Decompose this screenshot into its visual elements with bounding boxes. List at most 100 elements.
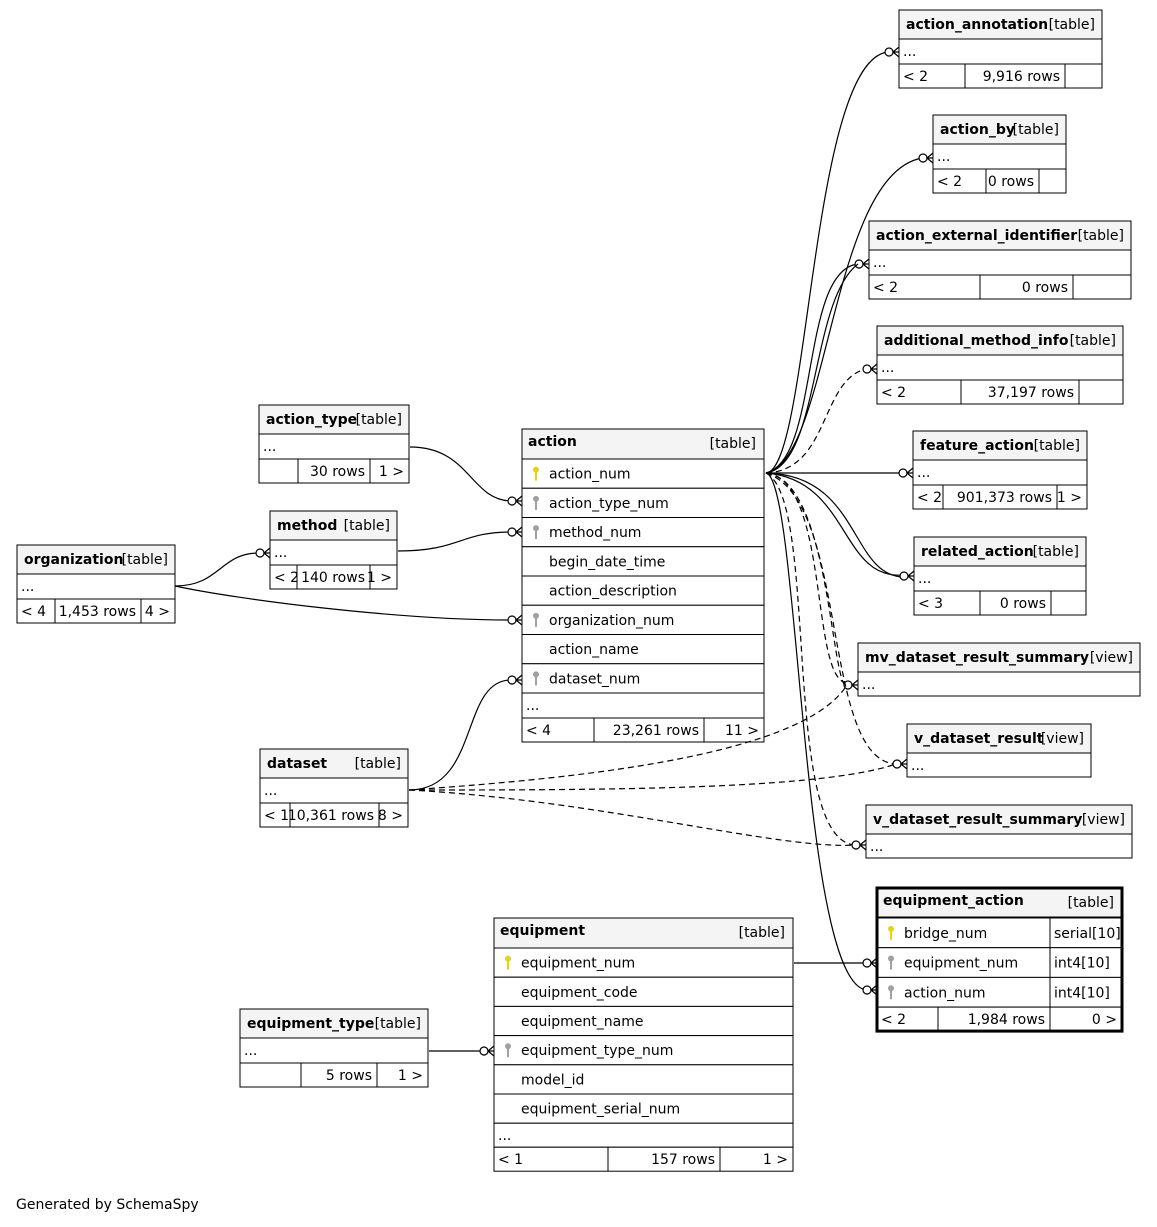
ellipsis-text: ... (870, 839, 883, 855)
crows-foot-marker (862, 984, 878, 996)
table-name: action_by (940, 122, 1015, 138)
relationship-line (397, 531, 512, 552)
column-row-organization-num: organization_num (521, 604, 765, 635)
children-count: 1 > (379, 464, 404, 480)
key-icon (888, 985, 894, 1000)
table-header (932, 114, 1067, 145)
children-count: 11 > (725, 723, 759, 739)
table-name: dataset (267, 756, 327, 772)
crows-foot-marker (507, 674, 523, 686)
table-type: [table] (1033, 544, 1079, 560)
relationship-line (765, 51, 889, 474)
row-count: 23,261 rows (613, 723, 699, 739)
table-name: related_action (921, 544, 1034, 560)
key-icon (505, 955, 511, 970)
ellipsis-text: ... (918, 571, 931, 587)
ellipsis-text: ... (862, 677, 875, 693)
column-name: model_id (521, 1072, 584, 1088)
relationship-line (174, 585, 512, 621)
crows-foot-marker (507, 526, 523, 538)
table-type: [table] (1078, 228, 1124, 244)
table-type: [table] (1013, 122, 1059, 138)
ellipsis-text: ... (881, 360, 894, 376)
relationship-line (765, 472, 856, 846)
key-icon (533, 671, 539, 686)
parents-count: < 2 (937, 174, 962, 190)
table-footer (913, 590, 1087, 616)
key-icon (505, 1043, 511, 1058)
column-name: equipment_code (521, 985, 638, 1001)
ellipsis-text: ... (264, 783, 277, 799)
table-action-by: action_by[table]... < 2 0 rows (932, 114, 1067, 194)
relationship-line (409, 446, 512, 502)
relationship-line (174, 552, 260, 587)
ellipsis-text: ... (263, 439, 276, 455)
column-name: equipment_name (521, 1014, 643, 1030)
table-name: action (528, 434, 577, 450)
table-v-dataset-result-summary: v_dataset_result_summary[view]... (865, 804, 1133, 859)
children-count: 8 > (378, 808, 403, 824)
table-header (857, 642, 1141, 673)
key-icon (888, 925, 894, 940)
table-type: [table] (1049, 17, 1095, 33)
column-type: serial[10] (1054, 926, 1121, 942)
column-name: action_name (549, 642, 639, 658)
ellipsis-text: ... (244, 1043, 257, 1059)
ellipsis-row (868, 249, 1132, 276)
crows-foot-marker (507, 495, 523, 507)
column-cell (876, 947, 1123, 978)
row-count: 0 rows (1000, 596, 1046, 612)
column-name: equipment_num (904, 956, 1018, 972)
table-footer (16, 598, 176, 624)
column-row-equipment-serial-num: equipment_serial_num (493, 1093, 794, 1124)
parents-count: < 1 (498, 1152, 523, 1168)
row-count: 157 rows (651, 1152, 715, 1168)
key-icon (888, 955, 894, 970)
column-cell (493, 976, 794, 1007)
ellipsis-text: ... (937, 149, 950, 165)
ellipsis-text: ... (526, 698, 539, 714)
table-header (898, 9, 1103, 40)
row-count: 0 rows (988, 174, 1034, 190)
table-footer (269, 564, 398, 590)
parents-count: < 2 (274, 570, 299, 586)
key-icon (533, 466, 539, 481)
ellipsis-row (239, 1037, 429, 1064)
ellipsis-row (258, 433, 410, 460)
row-count: 5 rows (326, 1068, 372, 1084)
column-row-action-num: action_num (521, 458, 765, 489)
generated-by-footer: Generated by SchemaSpy (16, 1197, 199, 1213)
table-type: [table] (122, 552, 168, 568)
table-footer (868, 274, 1132, 300)
table-header (876, 325, 1124, 356)
ellipsis-text: ... (21, 579, 34, 595)
column-row-equipment-code: equipment_code (493, 976, 794, 1007)
column-name: method_num (549, 525, 641, 541)
parents-count: < 1 (264, 808, 289, 824)
column-cell (493, 947, 794, 978)
row-count: 1,984 rows (968, 1012, 1045, 1028)
ellipsis-text: ... (911, 758, 924, 774)
column-name: organization_num (549, 613, 674, 629)
column-name: action_num (904, 985, 985, 1001)
table-footer (898, 63, 1103, 89)
table-name: method (277, 518, 337, 534)
children-count: 1 > (763, 1152, 788, 1168)
row-count: 1,453 rows (59, 604, 136, 620)
key-icon (533, 525, 539, 540)
table-footer (259, 802, 409, 828)
table-equipment: equipment[table]equipment_numequipment_c… (493, 917, 794, 1172)
table-header (868, 220, 1132, 251)
relationship-line (408, 684, 848, 791)
parents-count: < 4 (526, 723, 551, 739)
ellipsis-row (493, 1122, 794, 1148)
table-type: [view] (1090, 650, 1133, 666)
table-type: [table] (344, 518, 390, 534)
